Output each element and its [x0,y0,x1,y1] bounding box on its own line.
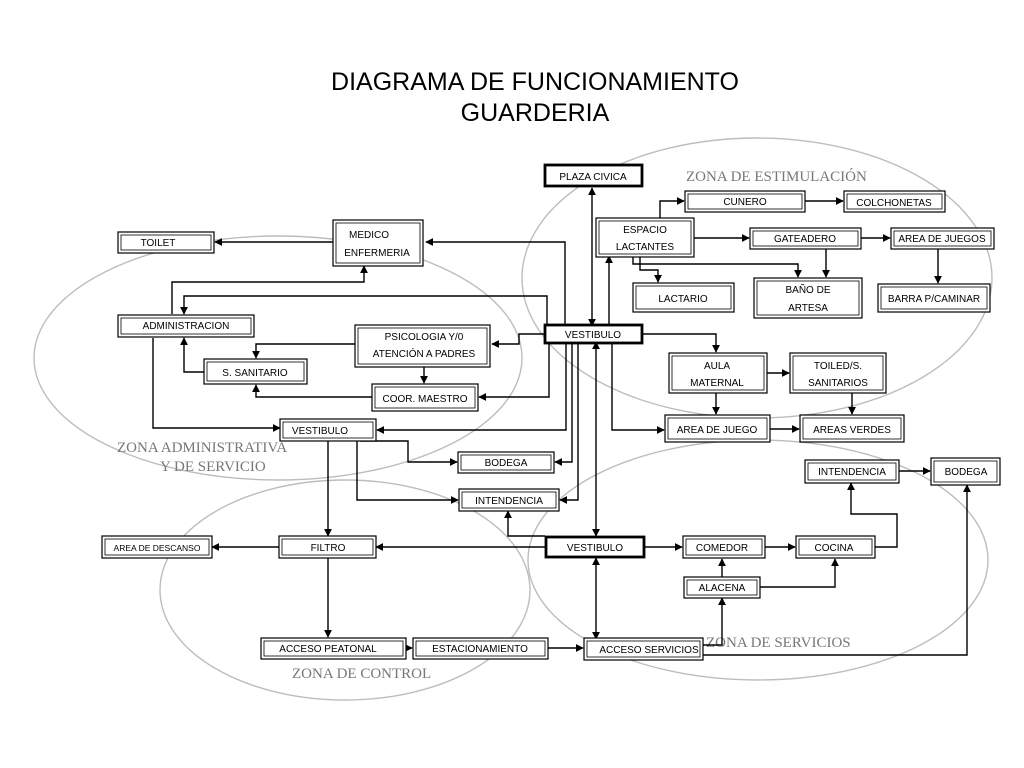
node-colchonetas: COLCHONETAS [843,190,946,213]
zone-control-label: ZONA DE CONTROL [292,666,431,682]
node-bodega-servicios: BODEGA [930,457,1001,486]
diagram-title-line1: DIAGRAMA DE FUNCIONAMIENTO [331,68,739,96]
node-area-de-juegos-label: AREA DE JUEGOS [898,234,986,245]
zone-control-ellipse [159,479,531,701]
node-lactario-label: LACTARIO [658,294,707,305]
node-coor-maestro: COOR. MAESTRO [371,383,479,412]
node-lactario: LACTARIO [632,282,735,313]
node-aula-maternal-label-2: MATERNAL [690,378,744,389]
node-intendencia-admin-label: INTENDENCIA [475,496,543,507]
zone-administrativa-ellipse [33,235,523,481]
node-acceso-servicios: ACCESO SERVICIOS [583,637,704,661]
node-espacio-lactantes-label-1: ESPACIO [623,225,667,236]
node-toiled-label-2: SANITARIOS [808,378,868,389]
node-administracion-label: ADMINISTRACION [143,321,230,332]
node-bano-de-artesa-label-2: ARTESA [788,303,828,314]
zone-administrativa-label-1: ZONA ADMINISTRATIVA [117,440,287,456]
node-area-de-juego-label: AREA DE JUEGO [677,425,758,436]
node-area-de-juego: AREA DE JUEGO [664,414,771,443]
node-bano-de-artesa: BAÑO DE ARTESA [753,277,863,319]
node-s-sanitario: S. SANITARIO [203,358,308,385]
node-vestibulo-admin: VESTIBULO [279,418,377,442]
zone-administrativa-label-2: Y DE SERVICIO [160,459,266,475]
node-area-de-descanso: AREA DE DESCANSO [101,535,213,559]
node-intendencia-servicios: INTENDENCIA [804,459,900,484]
node-toilet-label: TOILET [141,238,176,249]
node-comedor: COMEDOR [682,535,766,559]
node-plaza-civica: PLAZA CIVICA [543,163,644,188]
node-cocina: COCINA [795,535,876,559]
node-area-de-juegos: AREA DE JUEGOS [890,227,995,250]
node-filtro: FILTRO [278,535,377,559]
node-bodega-admin: BODEGA [457,451,555,474]
node-cocina-label: COCINA [815,543,854,554]
node-espacio-lactantes: ESPACIO LACTANTES [595,217,695,258]
node-comedor-label: COMEDOR [696,543,748,554]
zone-servicios-label: ZONA DE SERVICIOS [706,635,851,651]
diagram-title-line2: GUARDERIA [461,99,610,127]
node-vestibulo-control: VESTIBULO [544,535,646,559]
node-toilet: TOILET [117,231,215,254]
node-barra-caminar-label: BARRA P/CAMINAR [888,294,980,305]
node-vestibulo-admin-label: VESTIBULO [292,426,348,437]
node-vestibulo-control-label: VESTIBULO [567,543,623,554]
node-alacena: ALACENA [683,576,761,599]
node-intendencia-servicios-label: INTENDENCIA [818,467,886,478]
node-gateadero-label: GATEADERO [774,234,836,245]
node-aula-maternal-label-1: AULA [704,361,730,372]
node-psicologia-label-1: PSICOLOGIA Y/0 [385,332,464,343]
node-aula-maternal: AULA MATERNAL [668,352,768,394]
node-filtro-label: FILTRO [311,543,346,554]
node-colchonetas-label: COLCHONETAS [856,198,932,209]
node-vestibulo-central-label: VESTIBULO [565,330,621,341]
node-gateadero: GATEADERO [749,227,862,250]
node-medico-label-1: MEDICO [349,230,389,241]
node-bano-de-artesa-label-1: BAÑO DE [785,283,830,296]
node-cunero-label: CUNERO [723,197,767,208]
node-estacionamiento-label: ESTACIONAMIENTO [432,644,528,655]
node-acceso-peatonal-label: ACCESO PEATONAL [279,644,377,655]
node-bodega-admin-label: BODEGA [485,458,528,469]
node-coor-maestro-label: COOR. MAESTRO [382,394,467,405]
node-plaza-civica-label: PLAZA CIVICA [559,172,627,183]
node-acceso-servicios-label: ACCESO SERVICIOS [599,645,699,656]
node-medico-label-2: ENFERMERIA [344,248,410,259]
node-toiled-label-1: TOILED/S. [814,361,862,372]
node-cunero: CUNERO [684,190,806,213]
connectors [152,187,971,656]
node-acceso-peatonal: ACCESO PEATONAL [260,637,407,660]
node-areas-verdes-label: AREAS VERDES [813,425,891,436]
node-medico-enfermeria: MEDICO ENFERMERIA [332,219,424,267]
node-alacena-label: ALACENA [699,583,746,594]
node-psicologia: PSICOLOGIA Y/0 ATENCIÓN A PADRES [354,324,491,368]
node-barra-caminar: BARRA P/CAMINAR [877,283,991,313]
node-administracion: ADMINISTRACION [117,314,255,338]
node-espacio-lactantes-label-2: LACTANTES [616,242,674,253]
node-toiled-sanitarios: TOILED/S. SANITARIOS [789,352,887,394]
node-vestibulo-central: VESTIBULO [543,323,644,345]
node-psicologia-label-2: ATENCIÓN A PADRES [373,347,476,360]
node-intendencia-admin: INTENDENCIA [458,488,560,512]
node-s-sanitario-label: S. SANITARIO [222,368,288,379]
node-areas-verdes: AREAS VERDES [799,414,905,443]
node-area-de-descanso-label: AREA DE DESCANSO [114,543,201,553]
node-estacionamiento: ESTACIONAMIENTO [412,637,549,660]
node-bodega-servicios-label: BODEGA [945,467,988,478]
zone-estimulacion-label: ZONA DE ESTIMULACIÓN [686,168,867,185]
